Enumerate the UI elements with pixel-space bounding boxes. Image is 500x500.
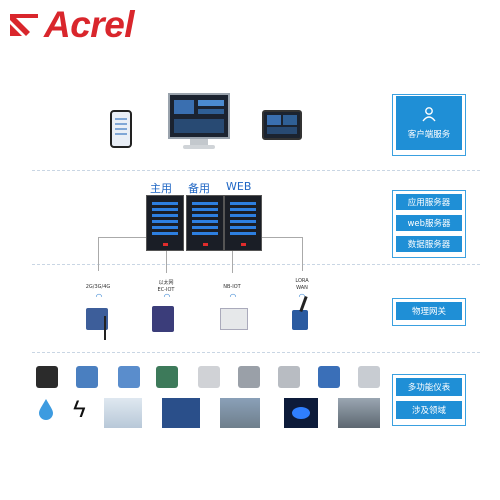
gateway-label-lora: LORA WAN bbox=[295, 278, 309, 291]
monitor-stand bbox=[190, 139, 208, 145]
separator-2 bbox=[32, 264, 480, 265]
meter-device-6 bbox=[238, 366, 260, 388]
gateway-device-ethernet bbox=[152, 306, 174, 332]
fields-label: 涉及领域 bbox=[411, 406, 446, 416]
field-oil-tanks bbox=[220, 398, 260, 428]
web-server-label: web服务器 bbox=[407, 219, 451, 229]
meter-device-7 bbox=[278, 366, 300, 388]
desktop-monitor-device bbox=[168, 93, 230, 139]
gateway-label-ethernet: 以太网 EC-IOT bbox=[157, 280, 175, 293]
meter-device-9 bbox=[358, 366, 380, 388]
server-web bbox=[224, 195, 262, 251]
wifi-icon: ◠ bbox=[229, 292, 237, 301]
multi-meter-box: 多功能仪表 bbox=[396, 378, 462, 396]
fields-box: 涉及领域 bbox=[396, 401, 462, 419]
user-icon bbox=[422, 107, 436, 122]
water-drop-icon bbox=[39, 399, 53, 420]
separator-1 bbox=[32, 170, 480, 171]
lightning-icon: ϟ bbox=[73, 396, 86, 423]
field-gas-flame bbox=[284, 398, 318, 428]
server-label-backup: 备用 bbox=[188, 182, 210, 195]
gateway-label-nbiot: NB-IOT bbox=[223, 284, 241, 290]
server-label-primary: 主用 bbox=[150, 182, 172, 195]
cellular-antenna bbox=[104, 316, 106, 340]
field-wind-turbines bbox=[104, 398, 142, 428]
tablet-device bbox=[262, 110, 302, 140]
meter-device-8 bbox=[318, 366, 340, 388]
web-server-box: web服务器 bbox=[396, 215, 462, 231]
meter-device-5 bbox=[198, 366, 220, 388]
meter-device-3 bbox=[118, 366, 140, 388]
gateway-label-cellular: 2G/3G/4G bbox=[85, 284, 111, 290]
gateway-device-nbiot bbox=[220, 308, 248, 330]
wifi-icon: ◠ bbox=[298, 292, 306, 301]
app-server-label: 应用服务器 bbox=[407, 198, 451, 208]
iot-gateway-box: 物理网关 bbox=[396, 302, 462, 320]
data-server-box: 数据服务器 bbox=[396, 236, 462, 252]
connector-primary-vertical bbox=[166, 251, 167, 273]
field-solar-panels bbox=[162, 398, 200, 428]
meter-device-2 bbox=[76, 366, 98, 388]
meter-device-4 bbox=[156, 366, 178, 388]
separator-3 bbox=[32, 352, 480, 353]
multi-meter-label: 多功能仪表 bbox=[407, 383, 451, 393]
wifi-icon: ◠ bbox=[163, 292, 171, 301]
wifi-icon: ◠ bbox=[95, 292, 103, 301]
connector-left-horizontal bbox=[98, 237, 146, 238]
data-server-label: 数据服务器 bbox=[407, 240, 451, 250]
connector-right-vertical bbox=[302, 237, 303, 271]
server-backup bbox=[186, 195, 224, 251]
app-server-box: 应用服务器 bbox=[396, 194, 462, 210]
iot-gateway-label: 物理网关 bbox=[411, 307, 446, 317]
monitor-base bbox=[183, 145, 215, 149]
field-substation bbox=[338, 398, 380, 428]
acrel-logo-mark bbox=[10, 14, 38, 36]
connector-right-horizontal bbox=[262, 237, 302, 238]
gateway-device-cellular bbox=[86, 308, 108, 330]
brand-name: Acrel bbox=[44, 4, 135, 45]
mobile-phone-device bbox=[110, 110, 132, 148]
client-service-label: 客户端服务 bbox=[407, 130, 451, 140]
server-primary bbox=[146, 195, 184, 251]
meter-device-1 bbox=[36, 366, 58, 388]
connector-web-vertical bbox=[232, 251, 233, 273]
gateway-device-lora bbox=[292, 310, 308, 330]
client-service-box: 客户端服务 bbox=[396, 96, 462, 150]
connector-left-vertical bbox=[98, 237, 99, 271]
server-label-web: WEB bbox=[226, 180, 252, 193]
